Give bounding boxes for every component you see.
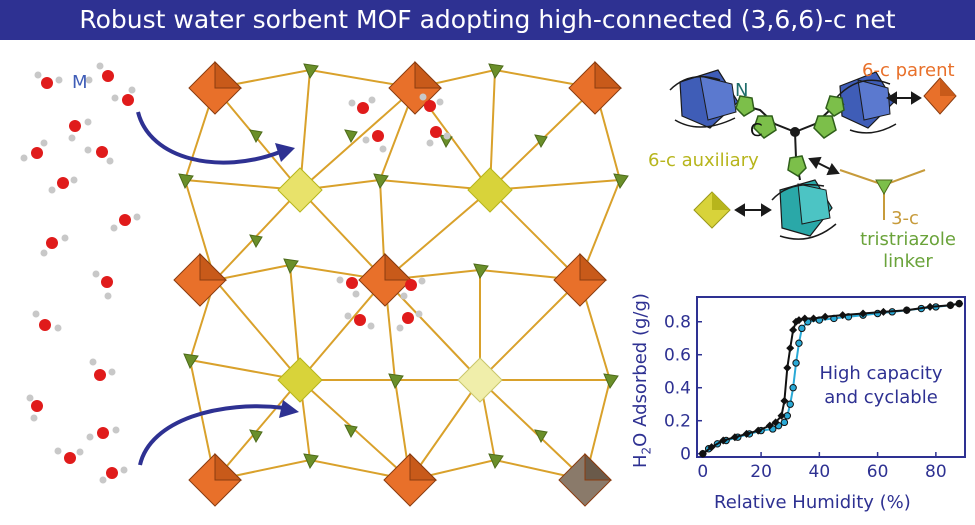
mof-framework-illustration	[20, 60, 629, 507]
x-tick-label: 0	[697, 462, 708, 482]
data-point	[794, 316, 803, 325]
auxiliary-node-icon	[693, 191, 731, 229]
parent-nodes	[173, 60, 623, 507]
metal-cluster-right	[835, 71, 897, 134]
metal-cluster-left	[669, 69, 739, 129]
metal-cluster-bottom	[771, 179, 837, 240]
data-point	[780, 418, 789, 427]
plot-frame	[696, 296, 966, 458]
data-point	[777, 411, 786, 420]
x-tick-label: 80	[925, 462, 947, 482]
triazole-rings	[735, 95, 845, 177]
y-tick-label: 0	[680, 445, 691, 465]
data-point	[809, 314, 818, 323]
data-point	[783, 363, 792, 372]
linker-name-label: tristriazole linker	[843, 229, 973, 273]
data-point	[838, 311, 847, 320]
metal-label: M	[72, 72, 88, 93]
y-tick-label: 0.8	[664, 313, 691, 333]
data-point	[719, 436, 728, 445]
linker-node-icon	[839, 169, 926, 220]
data-point	[742, 429, 751, 438]
x-tick-label: 20	[750, 462, 772, 482]
data-point	[879, 307, 888, 316]
data-point	[786, 400, 794, 408]
data-point	[754, 426, 763, 435]
data-point	[792, 359, 800, 367]
data-point	[946, 301, 955, 310]
data-point	[955, 299, 964, 308]
data-point	[707, 443, 716, 452]
parent-node-label: 6-c parent	[862, 60, 955, 81]
auxiliary-nodes	[277, 167, 513, 403]
data-point	[780, 396, 789, 405]
water-molecules	[20, 62, 451, 484]
auxiliary-node-label: 6-c auxiliary	[648, 150, 759, 171]
data-point	[765, 421, 774, 430]
building-block-schematic	[669, 69, 957, 240]
y-axis-title: H2O Adsorbed (g/g)	[630, 293, 654, 468]
uptake-arrows	[136, 111, 286, 466]
linker-connectivity-label: 3-c	[891, 208, 919, 229]
data-point	[859, 309, 868, 318]
data-point	[789, 384, 797, 392]
x-tick-label: 60	[867, 462, 889, 482]
nitrogen-label: N	[735, 80, 749, 101]
data-point	[795, 339, 803, 347]
y-tick-label: 0.4	[664, 379, 691, 399]
y-tick-label: 0.2	[664, 412, 691, 432]
figure-title: Robust water sorbent MOF adopting high-c…	[0, 0, 975, 40]
data-point	[698, 449, 707, 458]
data-point	[771, 418, 780, 427]
linker-name-line2: linker	[883, 251, 933, 272]
water-isotherm-chart: 0 20 40 60 80 0 0.2 0.4 0.6 0.8	[664, 296, 966, 482]
parent-node-icon	[923, 77, 957, 115]
data-point	[786, 344, 795, 353]
linker-name-line1: tristriazole	[860, 229, 956, 250]
relation-arrows	[734, 91, 922, 217]
x-axis-title: Relative Humidity (%)	[714, 492, 911, 513]
data-point	[789, 325, 798, 334]
carbon-label: C	[750, 120, 763, 141]
data-point	[902, 306, 911, 315]
x-tick-label: 40	[809, 462, 831, 482]
data-point	[821, 312, 830, 321]
linker-triangles	[178, 63, 629, 470]
data-point	[800, 314, 809, 323]
data-point	[730, 433, 739, 442]
data-point	[798, 324, 806, 333]
inset-note: High capacity and cyclable	[819, 363, 943, 408]
data-point	[926, 302, 935, 311]
y-tick-label: 0.6	[664, 346, 691, 366]
